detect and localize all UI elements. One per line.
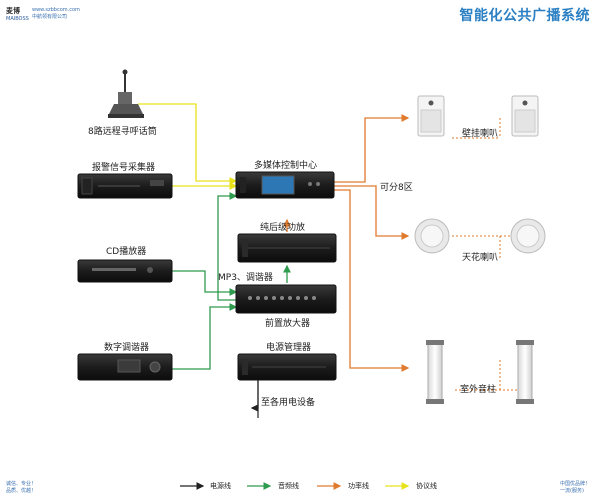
media-center-label: 多媒体控制中心 xyxy=(254,161,318,171)
footer-right-line2: 一流(服务) xyxy=(560,488,584,494)
digital-tuner-unit xyxy=(77,353,173,381)
wall-speaker-label: 壁挂喇叭 xyxy=(462,129,499,139)
logo-url: www.szbbcom.com xyxy=(32,7,80,13)
zones-label: 可分8区 xyxy=(380,183,413,193)
footer-right-line1: 中国优品牌！ xyxy=(560,481,591,487)
legend-power-label: 电源线 xyxy=(210,482,231,490)
cd-player-label: CD播放器 xyxy=(106,247,147,257)
media-center-unit xyxy=(235,171,335,199)
footer-left: 诚信、专业！ 品质、优越！ xyxy=(6,481,36,495)
column-speaker-label: 室外音柱 xyxy=(460,385,497,395)
company-logo: 麦博 MAIBOSS xyxy=(6,6,29,22)
ceiling-speaker-label: 天花喇叭 xyxy=(462,253,499,263)
power-manager-label: 电源管理器 xyxy=(266,343,312,353)
mic-label: 8路远程寻呼话筒 xyxy=(88,127,157,137)
legend-protocol-label: 协议线 xyxy=(416,482,437,490)
wall-speaker-right xyxy=(511,95,539,137)
ceiling-speaker-right xyxy=(510,218,546,254)
paging-microphone xyxy=(108,69,144,118)
preamplifier-label: 前置放大器 xyxy=(265,319,311,329)
speaker-daisy-chain xyxy=(452,118,518,391)
rear-amplifier-unit xyxy=(237,233,337,263)
legend-audio-label: 音频线 xyxy=(278,482,299,490)
ceiling-speaker-left xyxy=(414,218,450,254)
footer-left-line1: 诚信、专业！ xyxy=(6,481,37,487)
logo-sub: MAIBOSS xyxy=(6,16,29,22)
column-speaker-left xyxy=(426,340,444,404)
logo-mark: 麦博 xyxy=(6,7,20,15)
power-lines xyxy=(283,114,410,372)
legend-amp-label: 功率线 xyxy=(348,482,369,490)
audio-lines xyxy=(172,192,291,370)
alarm-collector-label: 报警信号采集器 xyxy=(92,163,156,173)
footer-left-line2: 品质、优越！ xyxy=(6,488,37,494)
page-title: 智能化公共广播系统 xyxy=(459,8,590,24)
mains-lines xyxy=(250,380,259,418)
power-out-label: 至各用电设备 xyxy=(261,398,316,408)
rear-amplifier-label: 纯后级功放 xyxy=(260,223,306,233)
column-speaker-right xyxy=(516,340,534,404)
wall-speaker-left xyxy=(417,95,445,137)
digital-tuner-label: 数字调谐器 xyxy=(104,343,150,353)
alarm-collector-unit xyxy=(77,173,173,199)
logo-company: 中航领有限公司 xyxy=(32,14,68,20)
power-manager-unit xyxy=(237,353,337,381)
cd-player-unit xyxy=(77,259,173,283)
logo-details: www.szbbcom.com 中航领有限公司 xyxy=(32,7,80,21)
footer-right: 中国优品牌！ 一流(服务) xyxy=(560,481,590,495)
preamplifier-unit xyxy=(235,284,337,314)
protocol-lines xyxy=(138,103,238,190)
mp3-tuner-label: MP3、调谐器 xyxy=(218,273,273,283)
